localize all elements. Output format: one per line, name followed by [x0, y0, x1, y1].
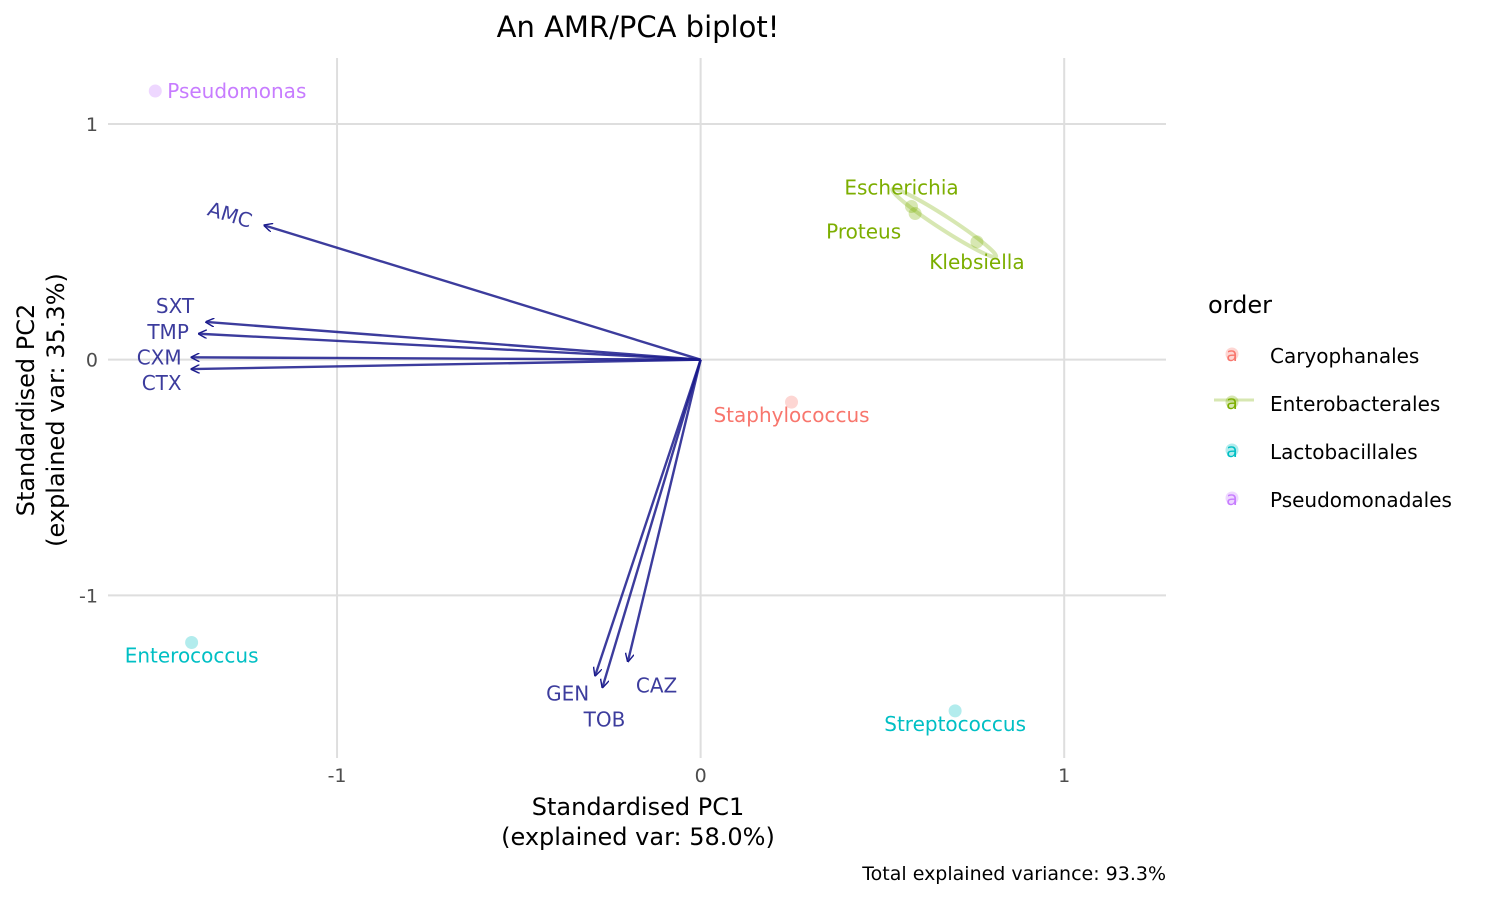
- data-point: [904, 199, 918, 213]
- legend-key-glyph: a: [1226, 392, 1238, 414]
- data-point: [908, 207, 922, 221]
- data-point: [948, 704, 962, 718]
- caption: Total explained variance: 93.3%: [861, 863, 1166, 885]
- point-label: Enterococcus: [125, 644, 259, 668]
- legend-entry-label: Pseudomonadales: [1270, 488, 1452, 512]
- loading-label: AMC: [205, 197, 255, 233]
- loading-label: TOB: [583, 707, 626, 731]
- x-axis-label-line2: (explained var: 58.0%): [501, 823, 775, 851]
- y-axis-label-line1: Standardised PC2: [12, 304, 40, 516]
- data-point: [185, 636, 199, 650]
- loading-arrow: [602, 359, 702, 688]
- legend-key-point: [1225, 443, 1239, 457]
- legend-entry-label: Lactobacillales: [1270, 440, 1418, 464]
- legend-key-glyph: a: [1226, 488, 1238, 510]
- legend-title: order: [1208, 291, 1272, 319]
- point-label: Pseudomonas: [167, 79, 306, 103]
- legend-key-point: [1225, 491, 1239, 505]
- ellipse-layer: [890, 186, 999, 260]
- loading-arrow: [264, 225, 701, 361]
- y-tick-label: -1: [79, 585, 98, 607]
- confidence-ellipse: [890, 186, 999, 260]
- loading-arrow: [192, 357, 701, 359]
- x-tick-label: -1: [328, 765, 347, 787]
- legend-key-glyph: a: [1226, 344, 1238, 366]
- loading-arrow: [595, 359, 702, 676]
- loading-arrow: [628, 359, 702, 662]
- loading-arrow: [192, 358, 701, 369]
- legend-entry-label: Caryophanales: [1270, 344, 1419, 368]
- x-axis-label-line1: Standardised PC1: [532, 793, 744, 821]
- loading-arrow: [206, 322, 701, 361]
- loading-label: CTX: [142, 371, 182, 395]
- data-point: [970, 235, 984, 249]
- data-point: [785, 395, 799, 409]
- legend-entry-label: Enterobacterales: [1270, 392, 1440, 416]
- legend-key-point: [1225, 395, 1239, 409]
- loading-label: CAZ: [636, 673, 677, 697]
- y-tick-label: 0: [86, 350, 98, 372]
- chart-title: An AMR/PCA biplot!: [497, 10, 780, 44]
- y-axis-label-line2: (explained var: 35.3%): [42, 273, 70, 547]
- x-tick-label: 0: [695, 765, 707, 787]
- point-label: Streptococcus: [884, 712, 1026, 736]
- data-point: [148, 84, 162, 98]
- axis-ticks: -1 0 1 -1 0 1: [79, 114, 1070, 787]
- loading-label: GEN: [546, 682, 589, 706]
- grid-lines: [108, 58, 1166, 758]
- legend-key-point: [1225, 347, 1239, 361]
- point-label: Proteus: [826, 220, 901, 244]
- points-layer: [148, 84, 984, 718]
- legend-key-glyph: a: [1226, 440, 1238, 462]
- y-tick-label: 1: [86, 114, 98, 136]
- point-labels-layer: PseudomonasStaphylococcusEnterococcusStr…: [125, 79, 1026, 736]
- point-label: Staphylococcus: [713, 403, 869, 427]
- loading-label: SXT: [156, 294, 195, 318]
- x-tick-label: 1: [1058, 765, 1070, 787]
- point-label: Escherichia: [844, 175, 958, 199]
- point-label: Klebsiella: [929, 250, 1024, 274]
- loading-arrow: [199, 334, 701, 361]
- loading-label: TMP: [146, 320, 189, 344]
- loading-label: CXM: [137, 345, 182, 369]
